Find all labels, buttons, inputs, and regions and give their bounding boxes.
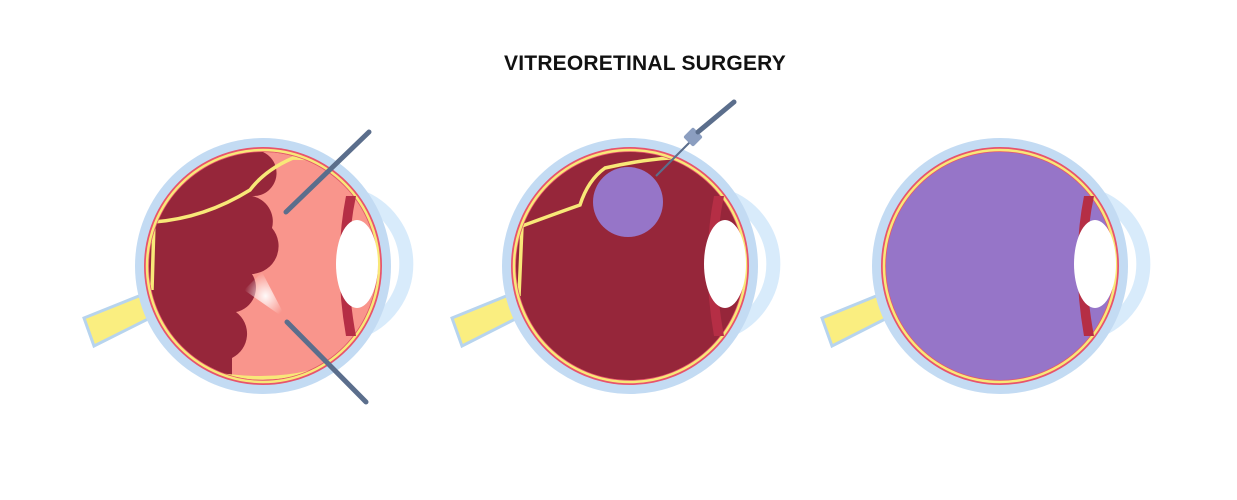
eye-stage-2 [450,99,781,394]
eye-stage-3 [820,138,1151,394]
retina-outline [512,148,748,384]
cornea [351,189,414,339]
lens [1074,220,1116,308]
eye-stage-1 [82,129,414,405]
syringe-instrument [695,99,737,135]
retina-outline [882,148,1118,384]
diagram-title: VITREORETINAL SURGERY [504,52,786,75]
lens [704,220,746,308]
cornea [718,189,781,339]
vitrector-instrument [283,129,372,215]
injection-needle [655,139,693,177]
retina-outline [145,148,381,384]
gas-bubble [593,167,663,237]
retina-layer [517,156,721,297]
cornea [1088,189,1151,339]
gas-filled-cavity [886,152,1114,380]
light-beam [244,272,287,320]
light-pipe-instrument [284,319,369,405]
lens [336,220,378,308]
retina-layer [150,156,351,291]
